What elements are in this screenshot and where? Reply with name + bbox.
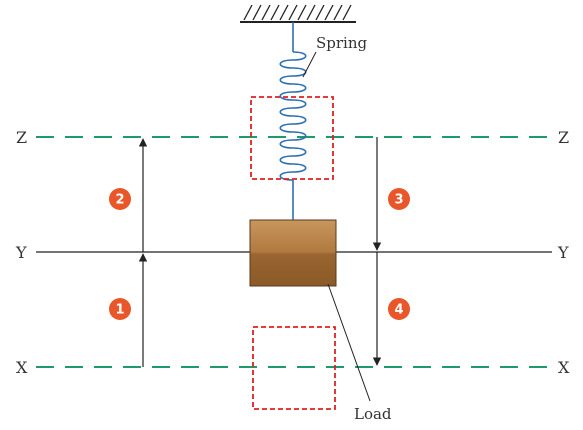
spring-leader	[302, 51, 317, 78]
marker-3: 3	[388, 188, 410, 210]
upper-position-box	[250, 96, 334, 180]
svg-text:3: 3	[394, 193, 403, 208]
spring-label: Spring	[316, 34, 368, 52]
ceiling-icon	[240, 4, 356, 23]
marker-2: 2	[109, 188, 131, 210]
y-label-right: Y	[557, 243, 569, 262]
z-label-right: Z	[558, 128, 569, 147]
z-label-left: Z	[16, 128, 27, 147]
x-label-right: X	[558, 358, 570, 377]
load-label: Load	[354, 405, 392, 423]
x-label-left: X	[16, 358, 28, 377]
svg-text:2: 2	[115, 193, 124, 208]
spring-icon	[279, 22, 307, 220]
marker-1: 1	[109, 298, 131, 320]
svg-text:4: 4	[394, 303, 403, 318]
load-block	[249, 219, 337, 287]
y-label-left: Y	[15, 243, 27, 262]
svg-text:1: 1	[115, 303, 124, 318]
load-leader	[327, 283, 371, 402]
lower-position-box	[252, 326, 336, 410]
marker-4: 4	[388, 298, 410, 320]
